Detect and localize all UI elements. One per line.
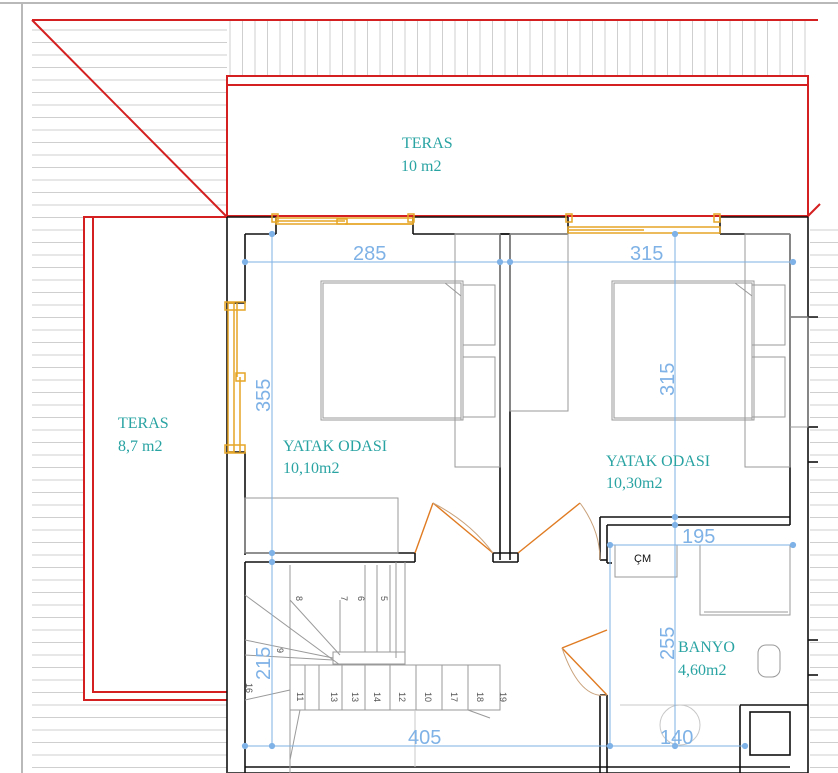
stair-step-number: 16 bbox=[244, 683, 254, 693]
stair-step-numbers: 16 11 13 13 14 12 10 17 18 19 8 7 6 5 9 bbox=[244, 596, 508, 702]
room-teras-left-area: 8,7 m2 bbox=[118, 438, 162, 455]
stair-step-number: 13 bbox=[350, 692, 360, 702]
dimension-lines bbox=[241, 230, 797, 750]
room-teras-left-name: TERAS bbox=[118, 415, 169, 432]
stair-step-number: 9 bbox=[275, 648, 285, 653]
stair-step-number: 19 bbox=[498, 692, 508, 702]
dim-405: 405 bbox=[408, 727, 441, 749]
dim-285: 285 bbox=[353, 243, 386, 265]
roof-hatch-right bbox=[810, 229, 838, 768]
roof-hatch-top bbox=[229, 20, 806, 76]
dimension-labels: 285 315 355 315 195 255 215 405 140 bbox=[253, 243, 715, 749]
stair-step-number: 13 bbox=[329, 692, 339, 702]
room-labels: TERAS 10 m2 TERAS 8,7 m2 YATAK ODASI 10,… bbox=[118, 135, 735, 679]
dim-140: 140 bbox=[660, 727, 693, 749]
stair-step-number: 11 bbox=[295, 692, 305, 701]
room-bedroom-1-name: YATAK ODASI bbox=[283, 438, 387, 455]
doors bbox=[414, 502, 608, 696]
stair-step-number: 12 bbox=[397, 692, 407, 702]
stair-step-number: 5 bbox=[379, 596, 389, 601]
walls bbox=[226, 216, 818, 773]
room-bedroom-2-name: YATAK ODASI bbox=[606, 453, 710, 470]
windows bbox=[224, 213, 721, 454]
room-teras-top-area: 10 m2 bbox=[401, 158, 441, 175]
furniture bbox=[244, 233, 809, 773]
stair-step-number: 7 bbox=[339, 596, 349, 601]
dim-195: 195 bbox=[682, 526, 715, 548]
room-teras-top-name: TERAS bbox=[402, 135, 453, 152]
room-bathroom-name: BANYO bbox=[678, 639, 735, 656]
dim-315-horizontal: 315 bbox=[630, 243, 663, 265]
washing-machine-label: ÇM bbox=[634, 553, 651, 565]
dim-215: 215 bbox=[253, 647, 275, 680]
dim-355: 355 bbox=[253, 379, 275, 412]
dim-315-vertical: 315 bbox=[657, 363, 679, 396]
room-bedroom-1-area: 10,10m2 bbox=[283, 460, 339, 477]
stair-step-number: 17 bbox=[449, 692, 459, 702]
stair-step-number: 18 bbox=[475, 692, 485, 702]
dim-255: 255 bbox=[657, 627, 679, 660]
stair-step-number: 14 bbox=[372, 692, 382, 702]
room-bathroom-area: 4,60m2 bbox=[678, 662, 726, 679]
roof-outline bbox=[31, 19, 821, 701]
roof-hatch-left bbox=[32, 29, 227, 768]
room-bedroom-2-area: 10,30m2 bbox=[606, 475, 662, 492]
stair-step-number: 6 bbox=[356, 596, 366, 601]
stair-step-number: 10 bbox=[423, 692, 433, 702]
stair-step-number: 8 bbox=[294, 596, 304, 601]
